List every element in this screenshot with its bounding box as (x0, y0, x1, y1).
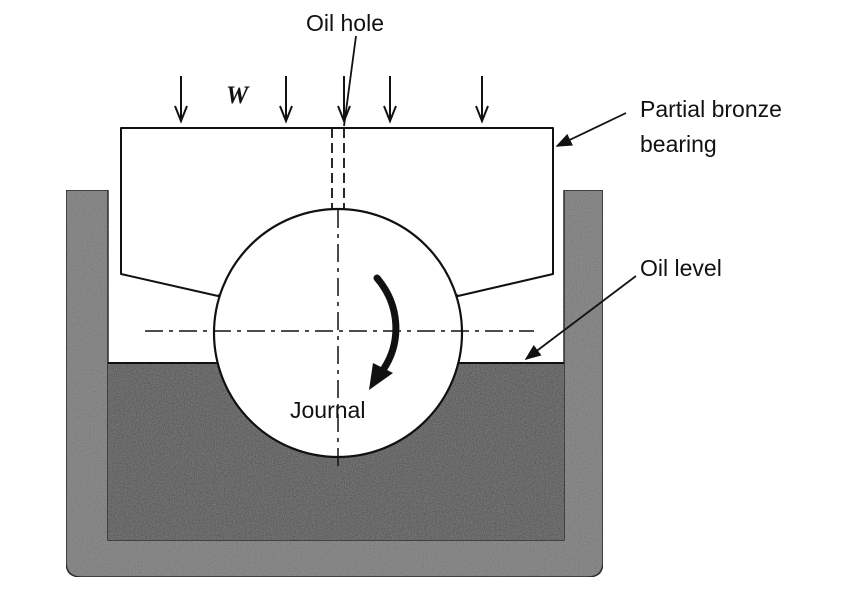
load-arrow (279, 76, 293, 124)
load-arrow (475, 76, 489, 124)
load-arrow (174, 76, 188, 124)
bearing-label-line2: bearing (640, 131, 717, 157)
bearing-label-line1: Partial bronze (640, 96, 782, 122)
oil-hole-label: Oil hole (306, 10, 384, 36)
bearing-leader (555, 112, 627, 147)
load-arrows (174, 76, 489, 124)
load-arrow (383, 76, 397, 124)
load-label: W (226, 82, 250, 109)
oil-hole-leader (343, 35, 357, 127)
oil-level-leader (524, 275, 637, 360)
journal-label: Journal (290, 397, 365, 423)
oil-level-label: Oil level (640, 255, 722, 281)
rotation-arrow-icon (369, 274, 400, 390)
sump-housing (65, 189, 604, 578)
oil-hole (331, 128, 345, 210)
